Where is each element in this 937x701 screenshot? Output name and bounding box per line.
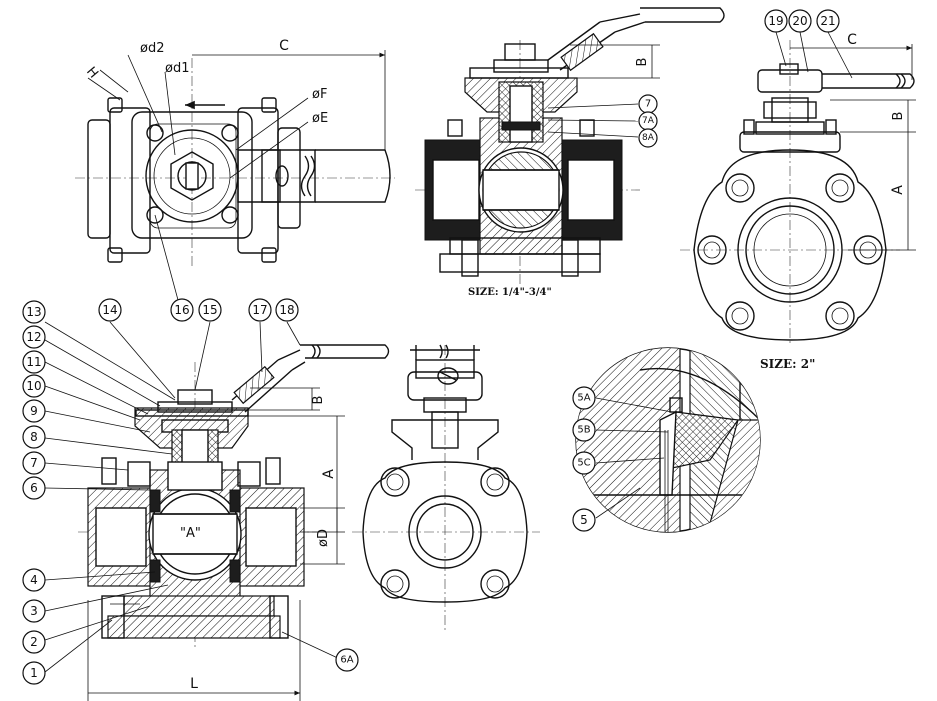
svg-text:1: 1 — [30, 666, 38, 680]
balloon-13: 13 — [22, 300, 46, 324]
svg-text:18: 18 — [279, 303, 294, 317]
svg-text:3: 3 — [30, 604, 38, 618]
svg-text:4: 4 — [30, 573, 38, 587]
balloon-4: 4 — [22, 568, 46, 592]
top-view: C ød2 ød1 øF øE H — [75, 38, 395, 301]
caption-size-2in: SIZE: 2" — [760, 357, 815, 371]
svg-text:19: 19 — [768, 14, 783, 28]
svg-text:14: 14 — [102, 303, 117, 317]
dim-b-2in: B — [891, 112, 906, 121]
caption-size-small: SIZE: 1/4"-3/4" — [468, 287, 552, 298]
balloon-5a: 5A — [572, 386, 596, 410]
balloon-5: 5 — [572, 508, 596, 532]
dim-c-top-view: C — [279, 38, 289, 54]
dim-a-main: A — [321, 469, 337, 479]
balloon-16: 16 — [170, 298, 194, 322]
dim-d-main: øD — [316, 529, 331, 547]
balloon-18: 18 — [275, 298, 299, 322]
balloon-17: 17 — [248, 298, 272, 322]
svg-text:17: 17 — [252, 303, 267, 317]
svg-text:16: 16 — [174, 303, 189, 317]
svg-text:13: 13 — [26, 305, 41, 319]
svg-text:7A: 7A — [642, 116, 655, 126]
balloon-7: 7 — [22, 451, 46, 475]
balloon-15: 15 — [198, 298, 222, 322]
svg-text:6A: 6A — [340, 655, 353, 666]
svg-text:11: 11 — [26, 355, 41, 369]
balloon-group: 16 15 14 17 18 13 12 11 10 9 8 7 6 4 3 2… — [22, 9, 840, 685]
svg-text:15: 15 — [202, 303, 217, 317]
balloon-8a-top: 8A — [638, 128, 658, 148]
svg-text:7: 7 — [30, 456, 38, 470]
balloon-8: 8 — [22, 425, 46, 449]
balloon-3: 3 — [22, 599, 46, 623]
balloon-9: 9 — [22, 399, 46, 423]
svg-text:20: 20 — [792, 14, 807, 28]
balloon-20: 20 — [788, 9, 812, 33]
svg-text:5: 5 — [580, 513, 588, 527]
dim-l-main: L — [190, 676, 198, 692]
balloon-5b: 5B — [572, 418, 596, 442]
dim-f: øF — [312, 87, 327, 102]
balloon-1: 1 — [22, 661, 46, 685]
svg-text:10: 10 — [26, 379, 41, 393]
balloon-7-top: 7 — [638, 94, 658, 114]
balloon-7a-top: 7A — [638, 111, 658, 131]
balloon-10: 10 — [22, 374, 46, 398]
svg-text:8A: 8A — [642, 133, 655, 143]
svg-text:6: 6 — [30, 481, 38, 495]
balloon-11: 11 — [22, 350, 46, 374]
svg-text:9: 9 — [30, 404, 38, 418]
svg-text:12: 12 — [26, 330, 41, 344]
balloon-6a: 6A — [335, 648, 359, 672]
balloon-2: 2 — [22, 630, 46, 654]
side-view — [352, 344, 540, 630]
svg-text:2: 2 — [30, 635, 38, 649]
balloon-6: 6 — [22, 476, 46, 500]
svg-text:8: 8 — [30, 430, 38, 444]
svg-text:7: 7 — [645, 99, 651, 110]
ball-label: "A" — [180, 526, 201, 541]
balloon-12: 12 — [22, 325, 46, 349]
dim-b-main: B — [311, 396, 326, 405]
dim-e: øE — [312, 111, 328, 126]
dim-b-section-small: B — [635, 58, 650, 67]
balloon-14: 14 — [98, 298, 122, 322]
balloon-19: 19 — [764, 9, 788, 33]
main-section-view: "A" B A — [44, 321, 390, 701]
balloon-21: 21 — [816, 9, 840, 33]
dim-d2: ød2 — [140, 41, 164, 56]
svg-text:5A: 5A — [577, 393, 590, 404]
svg-text:21: 21 — [820, 14, 835, 28]
front-view-2in: C B A SIZE: 2" — [680, 31, 916, 371]
bolt-lugs-2in — [697, 173, 883, 331]
dim-c-2in: C — [847, 32, 857, 48]
balloon-5c: 5C — [572, 451, 596, 475]
svg-text:5C: 5C — [577, 458, 590, 469]
svg-text:5B: 5B — [577, 425, 590, 436]
dim-d1: ød1 — [165, 61, 189, 76]
dim-a-2in: A — [890, 185, 906, 195]
section-view-small: B SIZE: 1/4"-3/4" — [415, 7, 725, 298]
dim-h: H — [83, 64, 101, 81]
